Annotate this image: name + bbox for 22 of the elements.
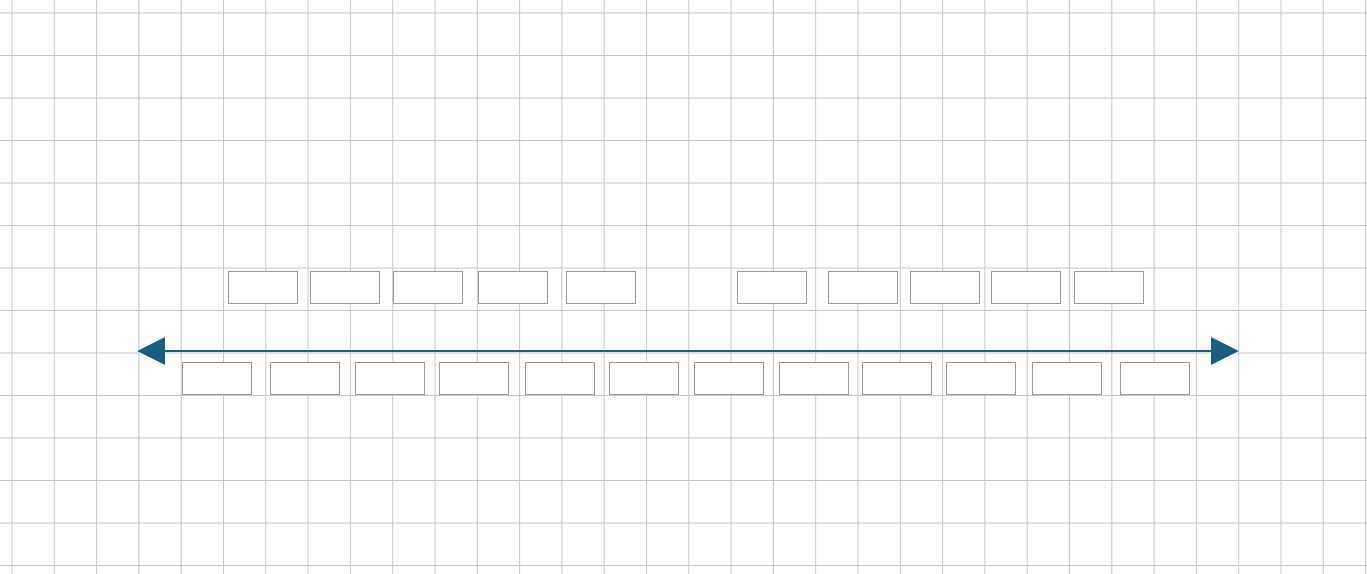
answer-box: [393, 271, 463, 304]
answer-box: [1032, 362, 1102, 395]
answer-box: [946, 362, 1016, 395]
answer-box: [182, 362, 252, 395]
answer-box: [270, 362, 340, 395]
answer-box: [228, 271, 298, 304]
answer-box: [737, 271, 807, 304]
answer-box: [1074, 271, 1144, 304]
answer-box: [439, 362, 509, 395]
answer-box: [910, 271, 980, 304]
answer-box: [355, 362, 425, 395]
answer-box: [609, 362, 679, 395]
answer-box: [862, 362, 932, 395]
answer-box: [779, 362, 849, 395]
answer-box: [694, 362, 764, 395]
answer-box: [310, 271, 380, 304]
answer-box: [478, 271, 548, 304]
answer-box: [1120, 362, 1190, 395]
answer-box: [566, 271, 636, 304]
answer-box: [828, 271, 898, 304]
answer-box: [991, 271, 1061, 304]
answer-box: [525, 362, 595, 395]
